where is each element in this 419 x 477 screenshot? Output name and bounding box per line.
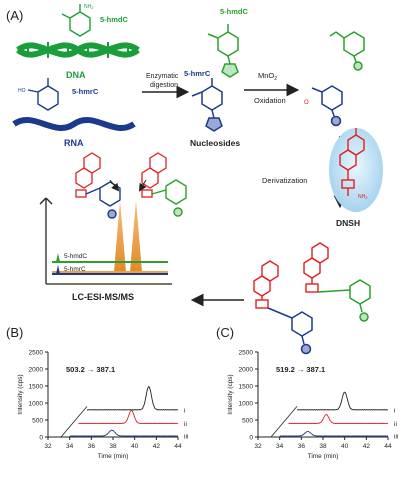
oxidation-label: Oxidation — [254, 96, 286, 105]
series-line-iii — [69, 429, 179, 437]
lcms-chromatogram — [39, 197, 172, 285]
x-tick-label: 36 — [298, 443, 306, 450]
y-tick-label: 2500 — [29, 350, 44, 357]
hmrc-structure-top — [27, 78, 59, 111]
hmdc-label-top: 5-hmdC — [100, 15, 129, 24]
oxidized-green-product — [329, 31, 365, 71]
x-tick-label: 44 — [384, 443, 392, 450]
y-tick-label: 2000 — [239, 367, 254, 374]
y-tick-label: 2000 — [29, 367, 44, 374]
lcms-legend-hmrc: 5-hmrC — [64, 266, 86, 273]
dnsh-label: DNSH — [336, 218, 360, 228]
hmdc-structure-top — [61, 4, 91, 37]
arrow-peak-2 — [138, 179, 147, 192]
trace-offset-line — [270, 406, 298, 438]
hmrc-top-ho: HO — [18, 88, 26, 94]
series-line-ii — [78, 410, 179, 425]
x-tick-label: 40 — [131, 443, 139, 450]
x-tick-label: 38 — [319, 443, 327, 450]
x-tick-label: 32 — [254, 443, 262, 450]
x-tick-label: 44 — [174, 443, 182, 450]
series-label-iii: iii — [394, 433, 398, 440]
hmrc-label-top: 5-hmrC — [72, 87, 99, 96]
x-tick-label: 40 — [341, 443, 349, 450]
y-tick-label: 2500 — [239, 350, 254, 357]
lcms-derivative-blue — [75, 152, 121, 219]
dna-label: DNA — [66, 70, 86, 80]
step-digestion-1: Enzymatic — [146, 73, 179, 80]
x-tick-label: 38 — [109, 443, 117, 450]
panel-a: (A) DNA NH2 5-hmdC HO 5-hmrC — [6, 4, 383, 355]
derivatized-products — [253, 242, 371, 355]
rna-strand — [12, 116, 136, 132]
panel-label-a: (A) — [6, 8, 23, 23]
oxidized-aldehyde-o: O — [304, 100, 309, 106]
x-tick-label: 34 — [66, 443, 74, 450]
panel-b: (B) 0 500 1000 1500 2000 2500 32 34 36 38 40 42 44Ti… — [6, 325, 188, 460]
x-tick-label: 36 — [88, 443, 96, 450]
series-label-iii: iii — [184, 433, 188, 440]
series-line-i — [296, 391, 389, 411]
series-label-i: i — [184, 407, 185, 414]
dnsh-nh2: NH2 — [358, 194, 368, 200]
panel-c: (C) 0 500 1000 1500 2000 2500 32 34 36 38 40 42 44Ti… — [216, 325, 398, 460]
y-tick-label: 0 — [39, 435, 43, 442]
lcms-legend-hmrc-mark — [56, 265, 60, 274]
panel-label-c: (C) — [216, 325, 234, 340]
chart-title: 503.2 → 387.1 — [66, 365, 115, 374]
x-tick-label: 34 — [276, 443, 284, 450]
x-tick-label: 42 — [153, 443, 161, 450]
y-tick-label: 1500 — [239, 384, 254, 391]
x-tick-label: 42 — [363, 443, 371, 450]
hmdc-top-nh2: NH2 — [84, 4, 94, 10]
y-tick-label: 1000 — [239, 401, 254, 408]
x-axis-label: Time (min) — [308, 453, 339, 460]
series-line-ii — [288, 414, 389, 425]
x-axis-label: Time (min) — [98, 453, 129, 460]
series-label-i: i — [394, 407, 395, 414]
mno2-label: MnO2 — [258, 71, 277, 82]
hmdc-nucleoside-green — [207, 24, 239, 78]
hmrc-label-mid: 5-hmrC — [184, 69, 211, 78]
chart-title: 519.2 → 387.1 — [276, 365, 325, 374]
panel-label-b: (B) — [6, 325, 23, 340]
arrow-peak-1 — [109, 179, 120, 192]
nucleosides-label: Nucleosides — [190, 138, 240, 148]
y-axis-label: Intensity (cps) — [17, 374, 24, 414]
x-tick-label: 32 — [44, 443, 52, 450]
y-axis-label: Intensity (cps) — [227, 374, 234, 414]
series-label-ii: ii — [394, 421, 397, 428]
dna-helix — [16, 42, 140, 58]
y-tick-label: 500 — [32, 418, 43, 425]
lcms-legend-hmdc-mark — [56, 253, 60, 262]
lcms-peak-1 — [114, 200, 126, 272]
y-tick-label: 1500 — [29, 384, 44, 391]
dnsh-structure — [339, 128, 365, 196]
lcms-derivative-green — [141, 152, 187, 217]
series-line-i — [86, 385, 179, 411]
step-digestion-2: digestion — [150, 82, 178, 89]
trace-offset-line — [60, 406, 88, 438]
oxidized-blue-product — [311, 85, 343, 127]
series-label-ii: ii — [184, 421, 187, 428]
y-tick-label: 500 — [242, 418, 253, 425]
y-tick-label: 0 — [249, 435, 253, 442]
hmdc-label-mid: 5-hmdC — [220, 7, 249, 16]
dnsh-droplet — [329, 128, 383, 212]
y-tick-label: 1000 — [29, 401, 44, 408]
lcms-peak-2 — [130, 200, 142, 272]
series-line-iii — [279, 431, 389, 437]
lcms-legend-hmdc: 5-hmdC — [64, 253, 87, 260]
rna-label: RNA — [64, 138, 84, 148]
derivatization-label: Derivatization — [262, 176, 307, 185]
hmrc-nucleoside-blue — [191, 78, 223, 132]
lcms-label: LC-ESI-MS/MS — [72, 292, 134, 302]
